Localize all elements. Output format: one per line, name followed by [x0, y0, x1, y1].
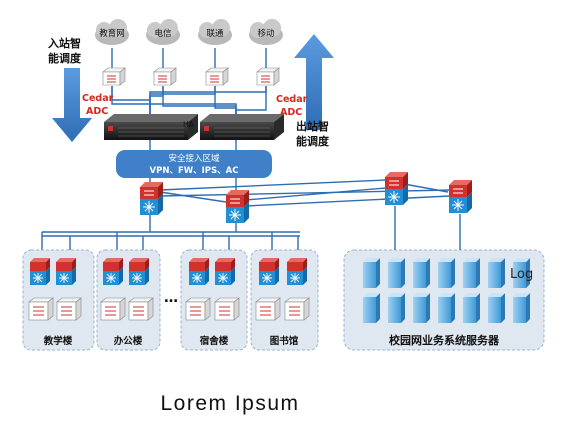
isp-label: 教育网: [99, 28, 125, 39]
building-zone-office: 办公楼: [96, 249, 161, 351]
isp-routers: [102, 67, 280, 86]
server-icon: [363, 258, 380, 288]
security-zone-subtitle: VPN、FW、IPS、AC: [150, 166, 239, 176]
outbound-label-line2: 能调度: [296, 134, 330, 148]
adc-label-right-2: ADC: [280, 107, 302, 118]
access-switch-icon: [287, 258, 307, 285]
router-icon: [205, 67, 229, 86]
core-switch-icon: [226, 190, 249, 223]
log-server-icon: [513, 258, 530, 288]
security-zone: 安全接入区域 VPN、FW、IPS、AC: [116, 150, 272, 178]
security-zone-title: 安全接入区域: [168, 153, 220, 164]
core-switch-icon: [385, 172, 408, 205]
core-switch-icon: [140, 182, 163, 215]
outbound-label-line1: 出站智: [296, 119, 329, 133]
access-switch-icon: [103, 258, 123, 285]
server-zone: Log 校园网业务系统服务器: [343, 240, 545, 351]
router-icon: [185, 297, 211, 321]
building-label: 宿舍楼: [200, 335, 229, 347]
server-icon: [463, 293, 480, 323]
building-label: 教学楼: [43, 335, 73, 347]
building-zones: 教学楼: [22, 249, 319, 351]
router-icon: [214, 297, 240, 321]
adc-appliance-right: [200, 114, 284, 140]
router-icon: [153, 67, 177, 86]
more-buildings-ellipsis: …: [164, 290, 178, 306]
server-rack-row-bottom: [363, 293, 530, 323]
server-icon: [513, 293, 530, 323]
outbound-arrow: [294, 34, 334, 130]
building-label: 图书馆: [270, 335, 299, 347]
isp-label: 移动: [257, 28, 275, 39]
log-label: Log: [510, 267, 533, 282]
router-icon: [255, 297, 281, 321]
server-icon: [488, 258, 505, 288]
server-icon: [438, 258, 455, 288]
access-switch-icon: [259, 258, 279, 285]
adc-label-right-1: Cedar: [276, 94, 308, 105]
server-icon: [388, 258, 405, 288]
building-zone-library: 图书馆: [250, 249, 319, 351]
router-icon: [284, 297, 310, 321]
access-switch-icon: [56, 258, 76, 285]
network-links: [41, 48, 461, 262]
isp-cloud-dianxin: 电信: [146, 19, 180, 45]
server-icon: [438, 293, 455, 323]
access-switch-icon: [129, 258, 149, 285]
core-switches: [140, 172, 472, 223]
caption: Lorem Ipsum: [160, 392, 299, 415]
server-zone-label: 校园网业务系统服务器: [389, 333, 500, 347]
router-icon: [102, 67, 126, 86]
router-icon: [256, 67, 280, 86]
core-switch-icon: [449, 180, 472, 213]
isp-cloud-liantong: 联通: [198, 19, 232, 45]
server-icon: [413, 293, 430, 323]
inbound-label-line1: 入站智: [48, 36, 81, 50]
server-icon: [463, 258, 480, 288]
ha-label: HA: [183, 120, 195, 129]
isp-label: 电信: [154, 28, 172, 39]
building-zone-dormitory: 宿舍楼: [180, 249, 248, 351]
server-icon: [388, 293, 405, 323]
access-switch-icon: [30, 258, 50, 285]
router-icon: [128, 297, 154, 321]
server-icon: [363, 293, 380, 323]
router-icon: [56, 297, 82, 321]
inbound-label-line2: 能调度: [48, 51, 82, 65]
building-label: 办公楼: [114, 335, 143, 347]
inbound-arrow: [52, 68, 92, 142]
isp-label: 联通: [206, 28, 224, 39]
building-zone-teaching: 教学楼: [22, 249, 95, 351]
adc-appliance-left: [104, 114, 198, 140]
adc-label-left-2: ADC: [86, 106, 108, 117]
server-icon: [413, 258, 430, 288]
isp-cloud-jiaoyuwang: 教育网: [95, 19, 129, 45]
server-rack-row-top: [363, 258, 530, 288]
router-icon: [100, 297, 126, 321]
router-icon: [28, 297, 54, 321]
access-switch-icon: [215, 258, 235, 285]
adc-label-left-1: Cedar: [82, 93, 114, 104]
access-switch-icon: [189, 258, 209, 285]
server-icon: [488, 293, 505, 323]
isp-clouds: 教育网 电信 联通 移动: [95, 19, 283, 45]
isp-cloud-yidong: 移动: [249, 19, 283, 45]
